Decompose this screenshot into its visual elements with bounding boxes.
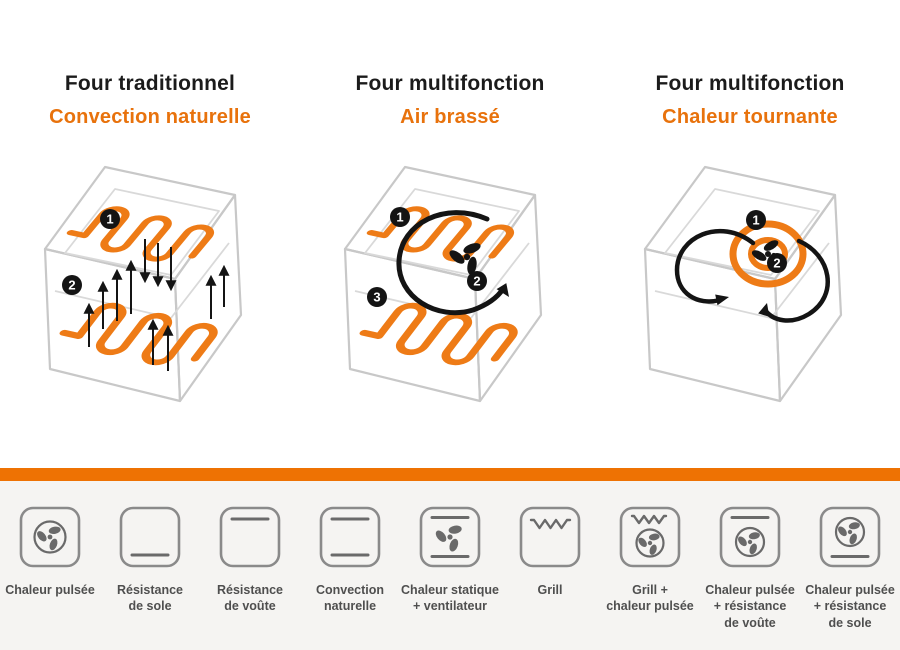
svg-text:2: 2: [773, 256, 780, 271]
mode-label: Chaleur pulsée + résistance de voûte: [705, 583, 795, 630]
top-element-fan-icon: [719, 506, 781, 568]
mode-label: Convection naturelle: [315, 583, 385, 614]
mode-chaleur-statique-ventilateur: Chaleur statique + ventilateur: [400, 481, 500, 650]
top-bottom-elements-icon: [319, 506, 381, 568]
mode-convection-naturelle: Convection naturelle: [300, 481, 400, 650]
mode-label: Grill + chaleur pulsée: [606, 583, 694, 614]
mode-label: Résistance de sole: [116, 583, 183, 614]
column-title: Four multifonction: [655, 72, 845, 95]
oven-diagram-air-brasse: 1 2 3: [343, 165, 543, 403]
top-heating-element-coil: [366, 206, 515, 262]
mode-grill-chaleur-pulsee: Grill + chaleur pulsée: [600, 481, 700, 650]
mode-chaleur-pulsee: Chaleur pulsée: [0, 481, 100, 650]
orange-divider-bar: [0, 468, 900, 481]
column-subtitle: Convection naturelle: [49, 106, 251, 128]
step-badge-2: 2: [767, 253, 787, 273]
top-element-icon: [219, 506, 281, 568]
column-convection-naturelle: Four traditionnel Convection naturelle: [0, 72, 300, 427]
bottom-element-icon: [119, 506, 181, 568]
svg-text:2: 2: [473, 274, 480, 289]
top-bottom-fan-icon: [419, 506, 481, 568]
mode-label: Résistance de voûte: [216, 583, 283, 614]
step-badge-1: 1: [100, 209, 120, 229]
diagram-columns: Four traditionnel Convection naturelle: [0, 72, 900, 427]
svg-text:1: 1: [106, 212, 113, 227]
svg-text:2: 2: [68, 278, 75, 293]
top-heating-element-coil: [66, 206, 215, 262]
oven-diagrams-section: Four traditionnel Convection naturelle: [0, 72, 900, 427]
fan-blades: [449, 243, 481, 275]
oven-cube-wireframe: [343, 165, 543, 403]
swirl-arrow-left: [674, 228, 756, 306]
column-subtitle: Chaleur tournante: [662, 106, 838, 128]
grill-icon: [519, 506, 581, 568]
step-badge-1: 1: [390, 207, 410, 227]
mode-resistance-de-voute: Résistance de voûte: [200, 481, 300, 650]
column-title: Four multifonction: [355, 72, 545, 95]
oven-diagram-convection-naturelle: 1 2: [43, 165, 243, 403]
mode-label: Chaleur pulsée + résistance de sole: [805, 583, 895, 630]
svg-text:1: 1: [396, 210, 403, 225]
svg-text:3: 3: [373, 290, 380, 305]
oven-cube-wireframe: [643, 165, 843, 403]
bottom-element-fan-icon: [819, 506, 881, 568]
convection-air-arrows: [83, 239, 230, 371]
circulating-air-arrow: [396, 210, 509, 316]
swirl-arrow-right: [758, 238, 830, 323]
column-subtitle: Air brassé: [400, 106, 500, 128]
svg-text:1: 1: [752, 213, 759, 228]
mode-label: Grill: [537, 583, 563, 597]
mode-resistance-de-sole: Résistance de sole: [100, 481, 200, 650]
column-title: Four traditionnel: [64, 72, 236, 95]
grill-fan-icon: [619, 506, 681, 568]
column-chaleur-tournante: Four multifonction Chaleur tournante: [600, 72, 900, 427]
step-badge-3: 3: [367, 287, 387, 307]
column-air-brasse: Four multifonction Air brassé: [300, 72, 600, 427]
oven-modes-legend: Chaleur pulsée Résistance de sole Résist…: [0, 481, 900, 650]
fan-circle-icon: [19, 506, 81, 568]
mode-label: Chaleur pulsée: [5, 583, 95, 597]
circular-heating-element-rings: [729, 220, 807, 288]
mode-chaleur-pulsee-resistance-voute: Chaleur pulsée + résistance de voûte: [700, 481, 800, 650]
oven-diagram-chaleur-tournante: 1 2: [643, 165, 843, 403]
step-badge-2: 2: [62, 275, 82, 295]
bottom-heating-element-coil: [359, 302, 518, 366]
mode-grill: Grill: [500, 481, 600, 650]
bottom-heating-element-coil: [59, 302, 218, 366]
step-badge-2: 2: [467, 271, 487, 291]
step-badge-1: 1: [746, 210, 766, 230]
mode-chaleur-pulsee-resistance-sole: Chaleur pulsée + résistance de sole: [800, 481, 900, 650]
mode-label: Chaleur statique + ventilateur: [401, 583, 499, 614]
